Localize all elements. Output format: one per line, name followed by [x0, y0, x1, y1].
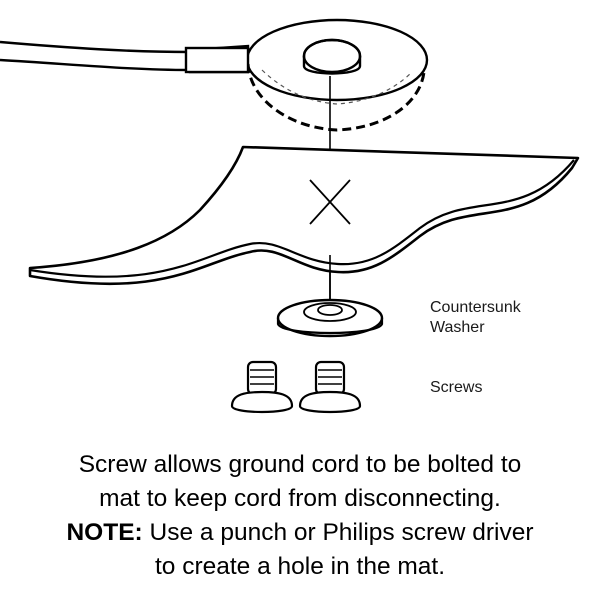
caption-line-3: NOTE: Use a punch or Philips screw drive… [0, 516, 600, 550]
caption: Screw allows ground cord to be bolted to… [0, 448, 600, 584]
snap-fastener [184, 18, 429, 132]
caption-line-2: mat to keep cord from disconnecting. [99, 485, 501, 512]
washer-label: Countersunk Washer [430, 298, 580, 338]
note-label: NOTE: [66, 519, 143, 546]
washer-label-line2: Washer [430, 319, 485, 336]
caption-line-1: Screw allows ground cord to be bolted to [78, 451, 522, 478]
caption-line-4: to create a hole in the mat. [154, 553, 446, 580]
note-text: Use a punch or Philips screw driver [142, 519, 534, 546]
mat-sheet [28, 145, 580, 286]
mat-edge [29, 159, 575, 278]
countersunk-washer [276, 298, 384, 338]
screws-label: Screws [430, 379, 483, 396]
grounding-diagram [0, 18, 580, 414]
screw-right [298, 360, 362, 414]
hole-mark [309, 179, 351, 225]
screw-left [230, 360, 294, 414]
washer-label-line1: Countersunk [430, 299, 521, 316]
